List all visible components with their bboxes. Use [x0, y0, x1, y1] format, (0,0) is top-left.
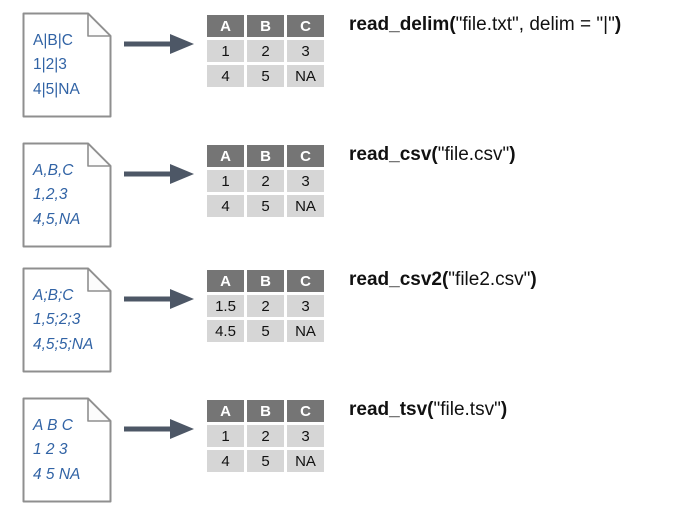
file-content: A B C 1 2 3 4 5 NA	[33, 397, 80, 503]
table-header-cell: C	[287, 270, 324, 292]
file-icon: A;B;C 1,5;2;3 4,5;5;NA	[22, 267, 112, 373]
file-line: 1|2|3	[33, 56, 67, 74]
table-cell: 4	[207, 65, 244, 87]
table-cell: 4	[207, 195, 244, 217]
row-read-tsv: A B C 1 2 3 4 5 NA A B C 1 2 3	[0, 385, 683, 509]
table-cell: 4.5	[207, 320, 244, 342]
table-cell: 2	[247, 170, 284, 192]
table-row: 4 5 NA	[207, 450, 324, 472]
table-cell: 3	[287, 425, 324, 447]
file-line: A B C	[33, 416, 73, 434]
right-arrow-icon	[124, 34, 194, 54]
table-header-cell: C	[287, 145, 324, 167]
file-content: A|B|C 1|2|3 4|5|NA	[33, 12, 80, 118]
table-cell: 4	[207, 450, 244, 472]
file-line: A;B;C	[33, 286, 74, 304]
table-cell: 2	[247, 295, 284, 317]
right-arrow-icon	[124, 164, 194, 184]
table-header-cell: A	[207, 145, 244, 167]
table-header-cell: B	[247, 270, 284, 292]
table-cell: 1	[207, 425, 244, 447]
table-cell: NA	[287, 195, 324, 217]
table-header-cell: B	[247, 15, 284, 37]
table-header-cell: C	[287, 15, 324, 37]
row-read-csv2: A;B;C 1,5;2;3 4,5;5;NA A B C 1.5 2 3	[0, 255, 683, 385]
file-icon: A,B,C 1,2,3 4,5,NA	[22, 142, 112, 248]
table-row: 1 2 3	[207, 425, 324, 447]
table-header-cell: A	[207, 400, 244, 422]
function-args: "file.csv"	[437, 144, 510, 165]
file-content: A,B,C 1,2,3 4,5,NA	[33, 142, 80, 248]
function-args: "file2.csv"	[448, 269, 531, 290]
table-cell: 5	[247, 450, 284, 472]
table-cell: 3	[287, 295, 324, 317]
table-row: 1 2 3	[207, 40, 324, 62]
table-header-cell: A	[207, 270, 244, 292]
file-line: 1,2,3	[33, 186, 68, 204]
table-cell: NA	[287, 65, 324, 87]
right-arrow-icon	[124, 289, 194, 309]
file-line: 4|5|NA	[33, 80, 80, 98]
table-header-cell: A	[207, 15, 244, 37]
file-icon: A B C 1 2 3 4 5 NA	[22, 397, 112, 503]
table-row: 4 5 NA	[207, 65, 324, 87]
table-row: 4.5 5 NA	[207, 320, 324, 342]
table-cell: 1	[207, 40, 244, 62]
file-page-shape	[22, 397, 112, 503]
function-args: "file.txt", delim = "|"	[455, 14, 615, 35]
table-cell: 1.5	[207, 295, 244, 317]
function-name: read_tsv(	[349, 399, 434, 420]
parsed-table: A B C 1 2 3 4 5 NA	[204, 12, 327, 90]
file-page-shape	[22, 12, 112, 118]
row-read-delim: A|B|C 1|2|3 4|5|NA A B C 1 2 3	[0, 0, 683, 130]
table-cell: 5	[247, 320, 284, 342]
table-row: 1.5 2 3	[207, 295, 324, 317]
right-arrow-icon	[124, 419, 194, 439]
table-cell: 2	[247, 425, 284, 447]
table-cell: 5	[247, 65, 284, 87]
code-snippet: read_tsv("file.tsv")	[349, 399, 507, 421]
table-cell: 2	[247, 40, 284, 62]
close-paren: )	[530, 269, 537, 290]
close-paren: )	[614, 14, 622, 35]
function-args: "file.tsv"	[433, 399, 501, 420]
table-cell: NA	[287, 450, 324, 472]
file-page-shape	[22, 267, 112, 373]
table-row: 1 2 3	[207, 170, 324, 192]
function-name: read_csv2(	[349, 269, 449, 290]
code-snippet: read_delim("file.txt", delim = "|")	[349, 14, 621, 36]
file-icon: A|B|C 1|2|3 4|5|NA	[22, 12, 112, 118]
table-header-cell: C	[287, 400, 324, 422]
file-line: 1,5;2;3	[33, 311, 81, 329]
table-cell: 5	[247, 195, 284, 217]
code-snippet: read_csv2("file2.csv")	[349, 269, 537, 291]
table-cell: 3	[287, 40, 324, 62]
function-name: read_delim(	[349, 14, 456, 35]
close-paren: )	[500, 399, 508, 420]
table-cell: NA	[287, 320, 324, 342]
table-row: 4 5 NA	[207, 195, 324, 217]
row-read-csv: A,B,C 1,2,3 4,5,NA A B C 1 2 3	[0, 130, 683, 255]
table-header-cell: B	[247, 400, 284, 422]
file-line: 4,5;5;NA	[33, 335, 94, 353]
file-line: A|B|C	[33, 31, 73, 49]
code-snippet: read_csv("file.csv")	[349, 144, 516, 166]
file-line: A,B,C	[33, 161, 74, 179]
parsed-table: A B C 1.5 2 3 4.5 5 NA	[204, 267, 327, 345]
file-line: 4 5 NA	[33, 465, 81, 483]
file-page-shape	[22, 142, 112, 248]
table-cell: 3	[287, 170, 324, 192]
file-content: A;B;C 1,5;2;3 4,5;5;NA	[33, 267, 93, 373]
table-header-cell: B	[247, 145, 284, 167]
parsed-table: A B C 1 2 3 4 5 NA	[204, 397, 327, 475]
parsed-table: A B C 1 2 3 4 5 NA	[204, 142, 327, 220]
file-line: 1 2 3	[33, 441, 68, 459]
table-cell: 1	[207, 170, 244, 192]
function-name: read_csv(	[349, 144, 438, 165]
close-paren: )	[509, 144, 516, 165]
file-line: 4,5,NA	[33, 210, 81, 228]
